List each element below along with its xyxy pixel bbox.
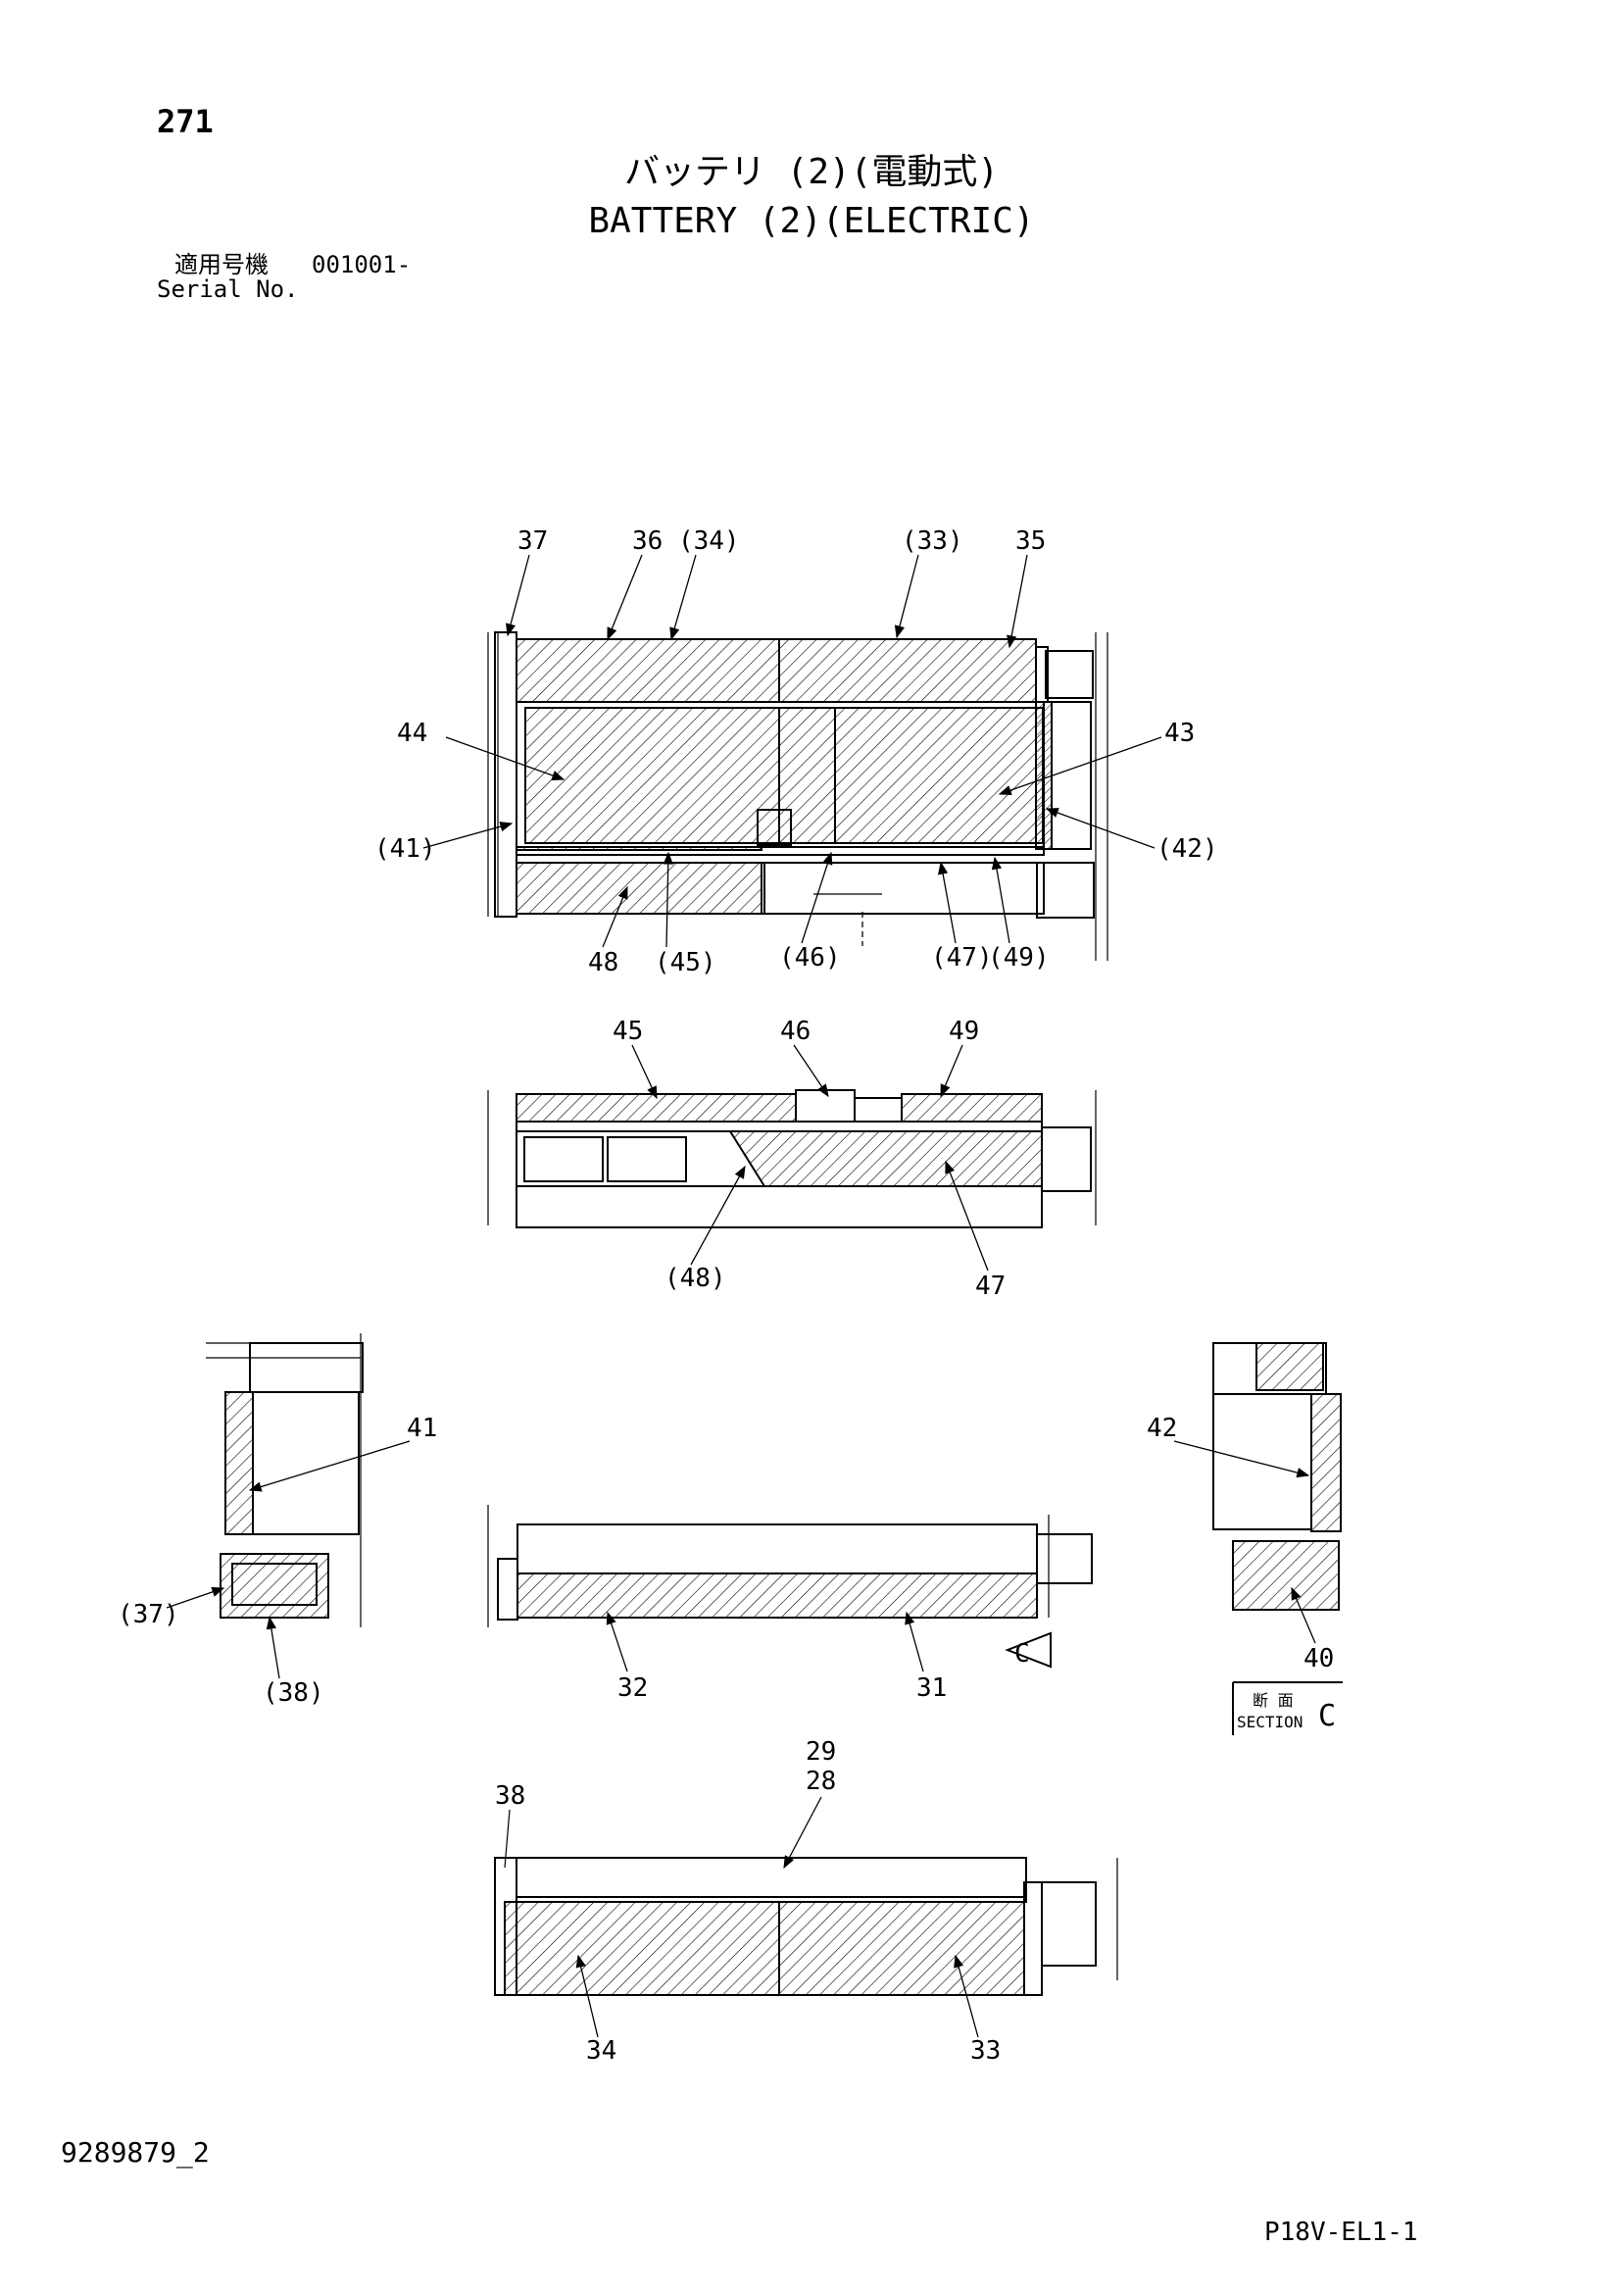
- callout-45: 45: [613, 1017, 643, 1046]
- section-letter: C: [1318, 1699, 1336, 1733]
- callout-42: (42): [1156, 834, 1218, 864]
- left-detail-callouts: 41 (37) (38): [118, 1414, 437, 1708]
- bottom-view: [494, 1857, 1118, 1996]
- top-view: [487, 631, 1108, 961]
- right-detail-callouts: 42 40: [1147, 1414, 1334, 1673]
- section-label-japanese: 断 面: [1253, 1691, 1294, 1710]
- title-english: BATTERY (2)(ELECTRIC): [588, 201, 1035, 241]
- section-label: 断 面 SECTION C: [1232, 1681, 1343, 1735]
- title-japanese: バッテリ (2)(電動式): [623, 152, 1000, 192]
- side-plate-41: [224, 1391, 254, 1535]
- bottom-view-callouts: 29 28 38 34 33: [495, 1737, 1001, 2066]
- callout-46: (46): [779, 943, 841, 973]
- callout-34: 34: [586, 2036, 616, 2066]
- page-number: 271: [157, 103, 214, 140]
- block-40: [1232, 1540, 1340, 1611]
- callout-38: (38): [263, 1678, 324, 1708]
- middle-view: [487, 1089, 1097, 1228]
- serial-value: 001001-: [312, 251, 412, 278]
- document-id: 9289879_2: [61, 2136, 210, 2169]
- section-label-english: SECTION: [1237, 1713, 1303, 1731]
- callout-49: 49: [949, 1017, 979, 1046]
- callout-38: 38: [495, 1781, 525, 1811]
- front-view-callouts: 32 31: [606, 1611, 947, 1703]
- callout-47: 47: [975, 1272, 1006, 1301]
- callout-31: 31: [916, 1673, 947, 1703]
- callout-44: 44: [397, 719, 427, 748]
- callout-41: (41): [374, 834, 436, 864]
- callout-49: (49): [988, 943, 1050, 973]
- battery-tray-31-32: [516, 1572, 1038, 1619]
- serial-label-japanese: 適用号機: [174, 251, 269, 278]
- battery-33-34: [504, 1901, 1025, 1996]
- callout-32: 32: [617, 1673, 648, 1703]
- callout-37: (37): [118, 1600, 179, 1629]
- callout-46: 46: [780, 1017, 811, 1046]
- callout-41: 41: [407, 1414, 437, 1443]
- callout-40: 40: [1303, 1644, 1334, 1673]
- middle-view-callouts: 45 46 49 (48) 47: [613, 1017, 1006, 1301]
- callout-48: 48: [588, 948, 618, 977]
- front-view: C: [487, 1505, 1093, 1669]
- callout-37: 37: [517, 526, 548, 556]
- callout-33: (33): [902, 526, 963, 556]
- callout-36-34: 36 (34): [632, 526, 740, 556]
- callout-29: 29: [806, 1737, 836, 1767]
- section-arrow-label: C: [1014, 1639, 1030, 1669]
- callout-33: 33: [970, 2036, 1001, 2066]
- page-code: P18V-EL1-1: [1264, 2218, 1418, 2247]
- callout-42: 42: [1147, 1414, 1177, 1443]
- callout-43: 43: [1164, 719, 1195, 748]
- battery-cell-43: [834, 707, 1044, 844]
- top-view-callouts: 37 36 (34) (33) 35 44 43 (41) (42) 48 (4…: [374, 526, 1218, 977]
- battery-top-cover-36: [516, 638, 1037, 703]
- callout-35: 35: [1015, 526, 1046, 556]
- plate-49: [901, 1093, 1043, 1123]
- callout-47: (47): [931, 943, 993, 973]
- left-detail-view: [206, 1333, 364, 1627]
- callout-45: (45): [655, 948, 716, 977]
- battery-cell-44: [524, 707, 836, 844]
- callout-48: (48): [664, 1264, 726, 1293]
- battery-47: [728, 1130, 1043, 1187]
- serial-label-english: Serial No.: [157, 275, 299, 303]
- side-plate-42: [1310, 1393, 1342, 1532]
- callout-28: 28: [806, 1767, 836, 1796]
- right-detail-view: [1212, 1342, 1342, 1611]
- battery-mount-48: [516, 862, 762, 915]
- cover-28: [516, 1857, 1027, 1898]
